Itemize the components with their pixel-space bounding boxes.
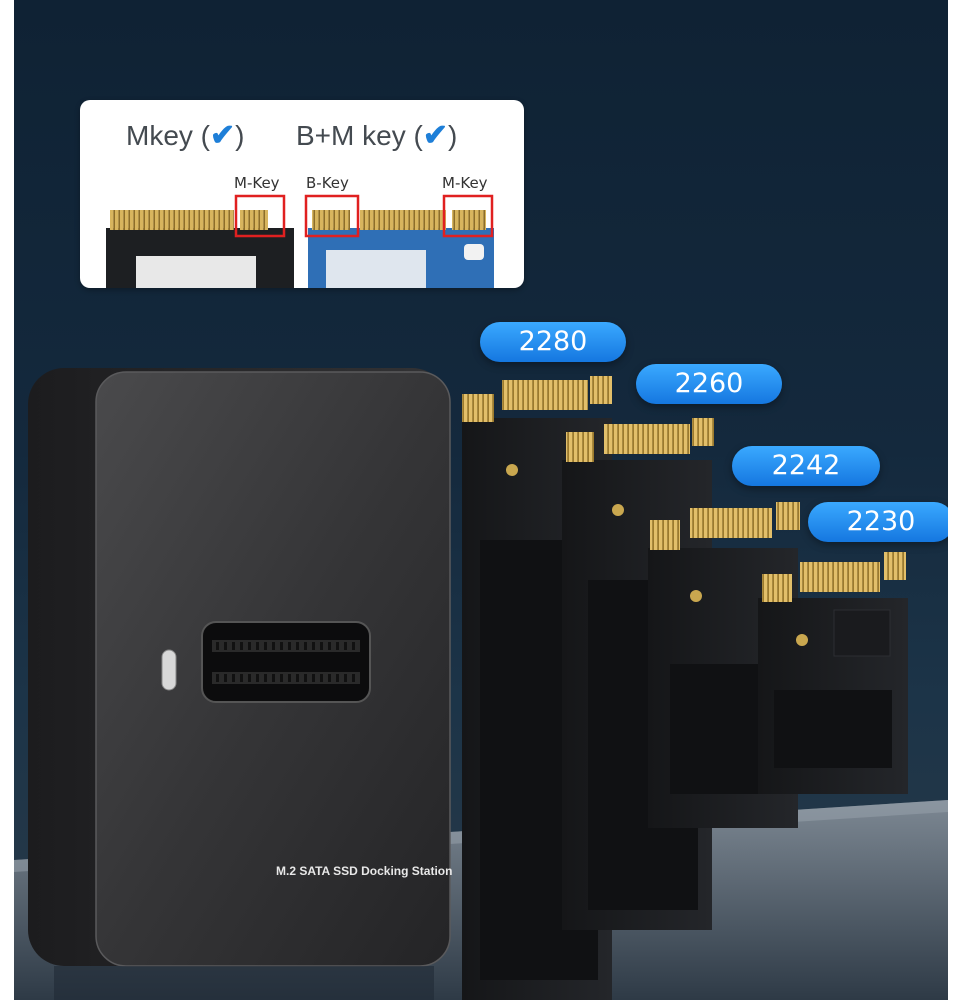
key-compatibility-card: Mkey (✔) B+M key (✔) M-Key B-Key M-Key: [80, 100, 524, 288]
size-pill-2260: 2260: [636, 364, 782, 404]
check-icon: ✔: [210, 119, 236, 152]
label-mkey-right: M-Key: [442, 174, 488, 192]
size-pill-2230: 2230: [808, 502, 948, 542]
dock-station-label: M.2 SATA SSD Docking Station: [276, 864, 453, 878]
size-pill-2280: 2280: [480, 322, 626, 362]
label-bkey: B-Key: [306, 174, 349, 192]
check-icon: ✔: [422, 119, 448, 152]
size-pill-2242: 2242: [732, 446, 880, 486]
label-mkey-left: M-Key: [234, 174, 280, 192]
mkey-title: Mkey (✔): [126, 119, 245, 152]
scene-illustration: [14, 368, 948, 1000]
bm-key-title: B+M key (✔): [296, 119, 458, 152]
product-scene: Mkey (✔) B+M key (✔) M-Key B-Key M-Key 2…: [14, 0, 948, 1000]
ssd-2230: [758, 552, 908, 794]
connector-illustration: [106, 194, 494, 288]
